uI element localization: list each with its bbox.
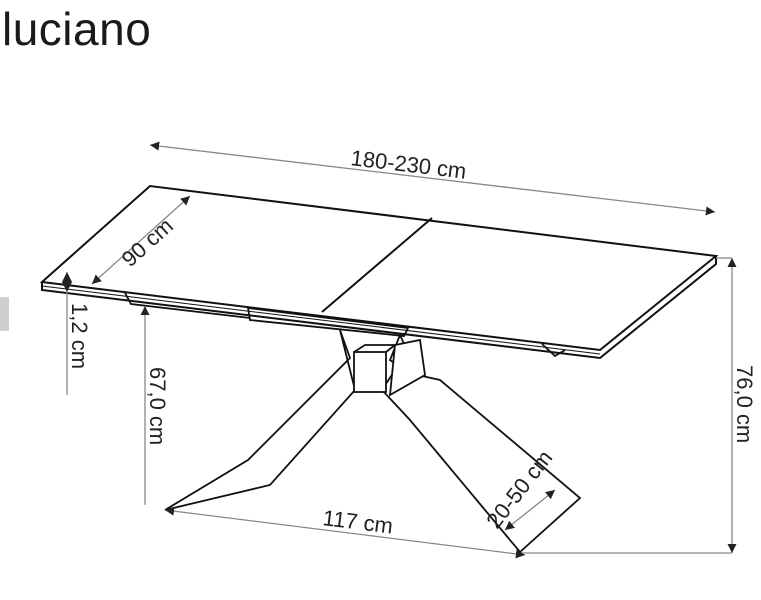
product-title: luciano (2, 3, 152, 55)
height-label: 76,0 cm (732, 365, 757, 443)
depth-dimension-line (91, 195, 191, 285)
clearance-label: 67,0 cm (145, 367, 170, 445)
side-marker (0, 297, 9, 331)
leg-width-dimension-line (504, 489, 556, 531)
length-label: 180-230 cm (349, 145, 467, 184)
thickness-label: 1,2 cm (67, 303, 92, 369)
base-length-dimension-line (164, 506, 526, 559)
length-dimension-line (149, 141, 716, 216)
base-length-label: 117 cm (321, 505, 394, 538)
table-top (39, 184, 719, 360)
under-frame (124, 292, 566, 358)
extension-seam (321, 217, 433, 313)
